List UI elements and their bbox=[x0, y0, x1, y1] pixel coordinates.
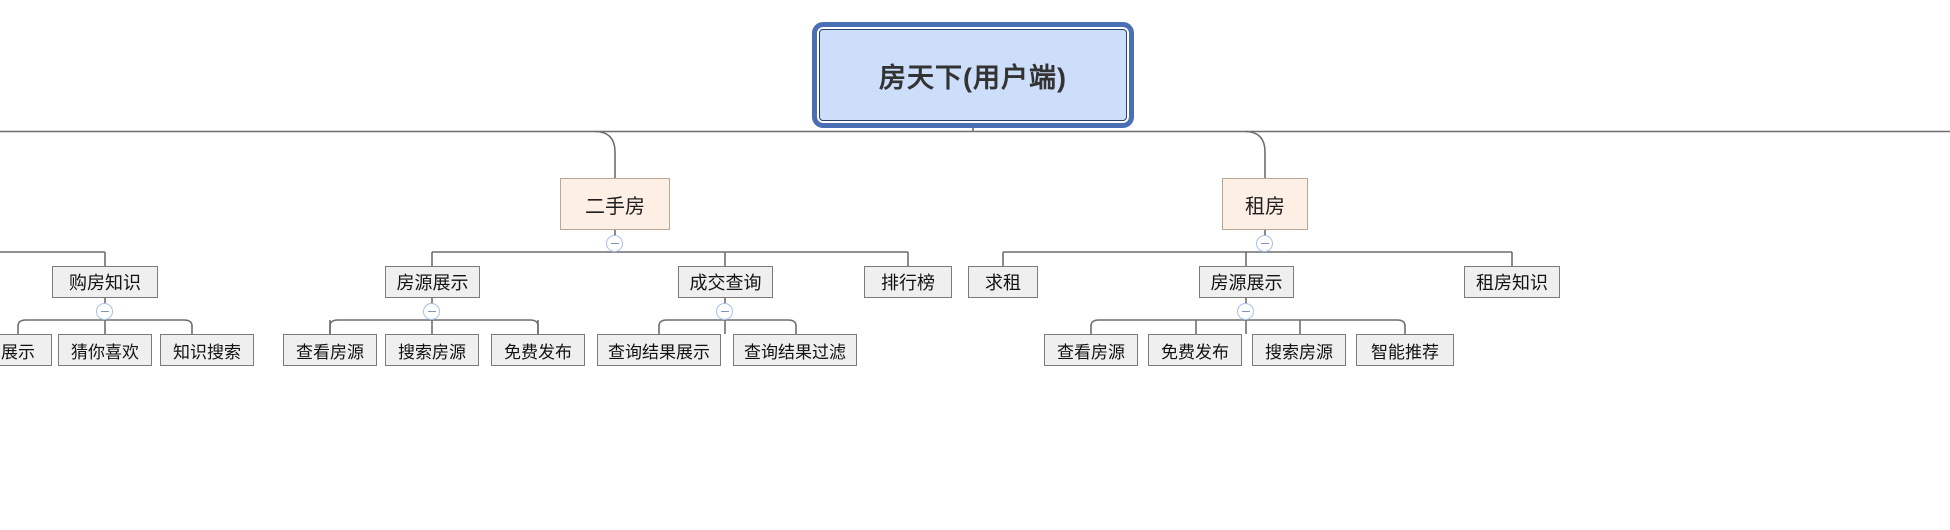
leaf-mian-fei-fa-bu-2[interactable]: 免费发布 bbox=[1148, 334, 1242, 366]
node-zu-fang[interactable]: 租房 bbox=[1222, 178, 1308, 230]
collapse-badge-er-shou-fang[interactable] bbox=[606, 235, 623, 252]
node-er-shou-fang[interactable]: 二手房 bbox=[560, 178, 670, 230]
node-gou-fang-zhi-shi[interactable]: 购房知识 bbox=[52, 266, 158, 298]
collapse-badge-zu-fang[interactable] bbox=[1256, 235, 1273, 252]
node-qiu-zu[interactable]: 求租 bbox=[968, 266, 1038, 298]
node-root[interactable]: 房天下(用户端) bbox=[812, 22, 1134, 128]
leaf-cha-kan-fang-yuan-1[interactable]: 查看房源 bbox=[283, 334, 377, 366]
leaf-sou-suo-fang-yuan-2[interactable]: 搜索房源 bbox=[1252, 334, 1346, 366]
collapse-badge-fang-yuan-zhan-shi-2[interactable] bbox=[1237, 303, 1254, 320]
leaf-zhi-neng-tui-jian[interactable]: 智能推荐 bbox=[1356, 334, 1454, 366]
leaf-cha-kan-fang-yuan-2[interactable]: 查看房源 bbox=[1044, 334, 1138, 366]
node-fang-yuan-zhan-shi-2[interactable]: 房源展示 bbox=[1199, 266, 1294, 298]
leaf-cha-xun-jie-guo-zhan-shi[interactable]: 查询结果展示 bbox=[597, 334, 721, 366]
leaf-zhan-shi[interactable]: 展示 bbox=[0, 334, 52, 366]
node-pai-hang-bang[interactable]: 排行榜 bbox=[864, 266, 952, 298]
node-cheng-jiao-cha-xun[interactable]: 成交查询 bbox=[678, 266, 773, 298]
node-zu-fang-zhi-shi[interactable]: 租房知识 bbox=[1464, 266, 1560, 298]
node-fang-yuan-zhan-shi-1[interactable]: 房源展示 bbox=[385, 266, 480, 298]
leaf-sou-suo-fang-yuan-1[interactable]: 搜索房源 bbox=[385, 334, 479, 366]
leaf-cha-xun-jie-guo-guo-lv[interactable]: 查询结果过滤 bbox=[733, 334, 857, 366]
collapse-badge-cheng-jiao-cha-xun[interactable] bbox=[716, 303, 733, 320]
leaf-cai-ni-xi-huan[interactable]: 猜你喜欢 bbox=[58, 334, 152, 366]
leaf-zhi-shi-sou-suo[interactable]: 知识搜索 bbox=[160, 334, 254, 366]
collapse-badge-fang-yuan-zhan-shi-1[interactable] bbox=[423, 303, 440, 320]
leaf-mian-fei-fa-bu-1[interactable]: 免费发布 bbox=[491, 334, 585, 366]
collapse-badge-gou-fang-zhi-shi[interactable] bbox=[96, 303, 113, 320]
